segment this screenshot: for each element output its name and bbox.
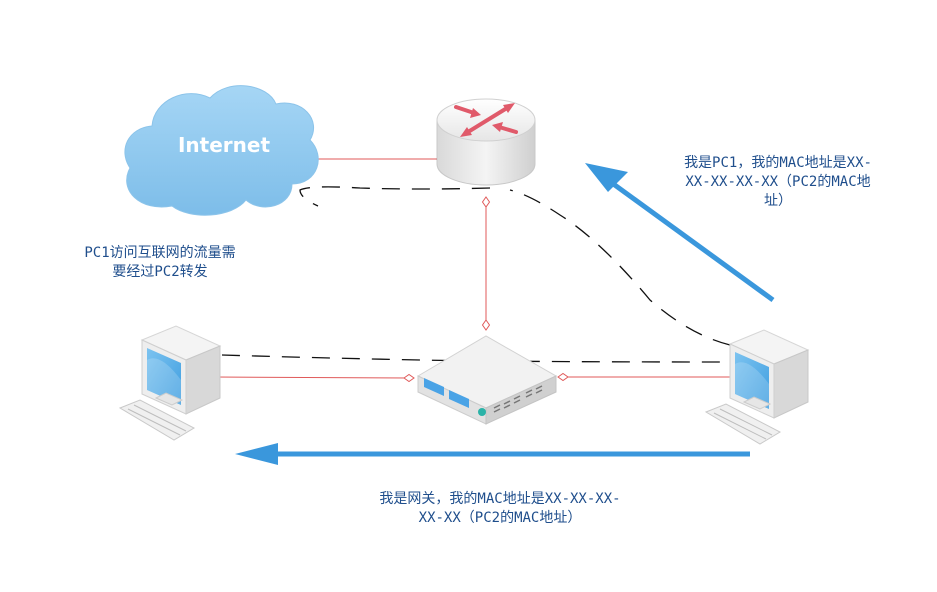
pc2-screen	[735, 352, 769, 409]
traffic-path-pc1-pc2	[221, 354, 736, 363]
traffic-paths	[221, 186, 736, 363]
pc2-keyboard-icon	[704, 403, 782, 445]
network-links	[213, 158, 740, 379]
switch-status-light	[478, 408, 486, 416]
cloud-icon	[124, 85, 319, 216]
link-pc1-switch	[213, 376, 411, 379]
switch-port	[449, 390, 469, 408]
endpoint-marker	[403, 373, 415, 383]
arrow-to-router	[585, 163, 775, 303]
pc1-screen	[147, 348, 181, 405]
pc1-computer	[118, 325, 222, 441]
endpoint-marker	[557, 372, 569, 382]
pc1-keyboard-icon	[118, 399, 196, 441]
router-arrows-icon	[454, 103, 518, 137]
arrow-to-pc1	[235, 443, 750, 465]
switch-vents	[493, 385, 543, 413]
switch-port	[424, 378, 444, 396]
endpoint-marker	[481, 319, 491, 331]
internet-label: Internet	[178, 133, 270, 157]
traffic-path-router-internet	[299, 186, 491, 207]
endpoint-marker	[481, 196, 491, 208]
pc1-traffic-note: PC1访问互联网的流量需 要经过PC2转发	[84, 245, 236, 280]
switch	[416, 335, 558, 425]
pc2-computer	[704, 329, 810, 445]
internet-cloud: Internet	[124, 85, 319, 216]
arp-reply-to-router-note: 我是PC1，我的MAC地址是XX- XX-XX-XX-XX（PC2的MAC地 址…	[684, 155, 872, 209]
arp-reply-to-pc1-note: 我是网关，我的MAC地址是XX-XX-XX- XX-XX（PC2的MAC地址）	[379, 491, 621, 526]
traffic-path-pc2-router	[509, 189, 731, 346]
router	[436, 98, 536, 186]
